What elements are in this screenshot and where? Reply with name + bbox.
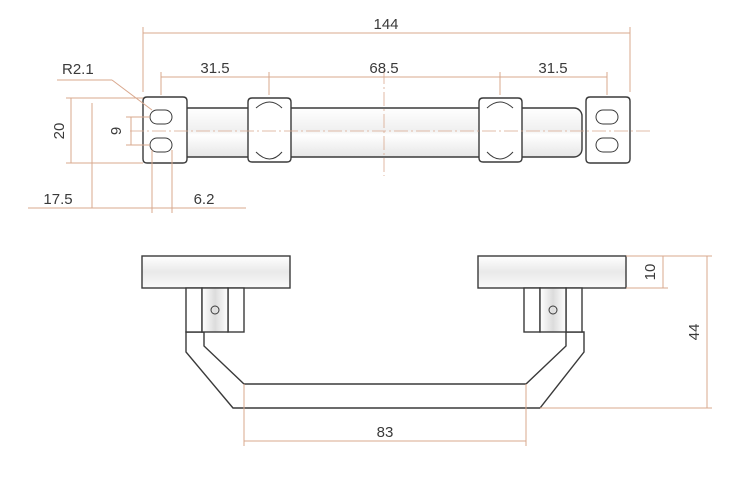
left-pin-hole xyxy=(210,305,220,315)
dim-label-inner-width: 83 xyxy=(377,424,394,441)
dim-label-plate-width: 20 xyxy=(51,123,68,140)
right-hinge-post xyxy=(539,287,567,333)
handle-body xyxy=(185,331,585,409)
right-mount-plate xyxy=(585,96,631,164)
right-hinge-block xyxy=(478,97,523,163)
dim-center-spacing: 68.5 xyxy=(269,60,501,95)
top-view xyxy=(130,70,650,176)
dim-right-spacing: 31.5 xyxy=(500,60,608,95)
dim-label-overall: 144 xyxy=(373,16,398,33)
dim-label-right-spacing: 31.5 xyxy=(538,60,567,77)
dim-radius: R2.1 xyxy=(57,61,153,111)
right-slot-top xyxy=(595,109,619,125)
dim-left-spacing: 31.5 xyxy=(160,60,270,95)
dim-block-height: 10 xyxy=(626,255,668,289)
dim-label-left-offset: 17.5 xyxy=(43,191,72,208)
dim-slot-spacing: 9 xyxy=(108,116,150,146)
dim-label-radius: R2.1 xyxy=(62,61,94,78)
dim-slot-width: 6.2 xyxy=(131,150,246,213)
front-view xyxy=(141,255,627,409)
dim-total-height: 44 xyxy=(540,255,712,409)
dim-plate-width: 20 xyxy=(51,97,143,164)
right-pin-hole xyxy=(548,305,558,315)
right-base-block xyxy=(477,255,627,289)
left-base-block xyxy=(141,255,291,289)
left-hinge-post xyxy=(201,287,229,333)
dim-label-center-spacing: 68.5 xyxy=(369,60,398,77)
dim-label-block-height: 10 xyxy=(642,264,659,281)
left-hinge-block xyxy=(247,97,292,163)
dim-label-left-spacing: 31.5 xyxy=(200,60,229,77)
dim-label-slot-spacing: 9 xyxy=(108,127,125,135)
dim-label-total-height: 44 xyxy=(686,324,703,341)
dim-overall-length: 144 xyxy=(142,16,631,92)
left-mount-plate xyxy=(142,96,188,164)
right-slot-bottom xyxy=(595,137,619,153)
dim-label-slot-width: 6.2 xyxy=(194,191,215,208)
dim-inner-width: 83 xyxy=(243,384,527,446)
dim-left-offset: 17.5 xyxy=(28,103,153,213)
